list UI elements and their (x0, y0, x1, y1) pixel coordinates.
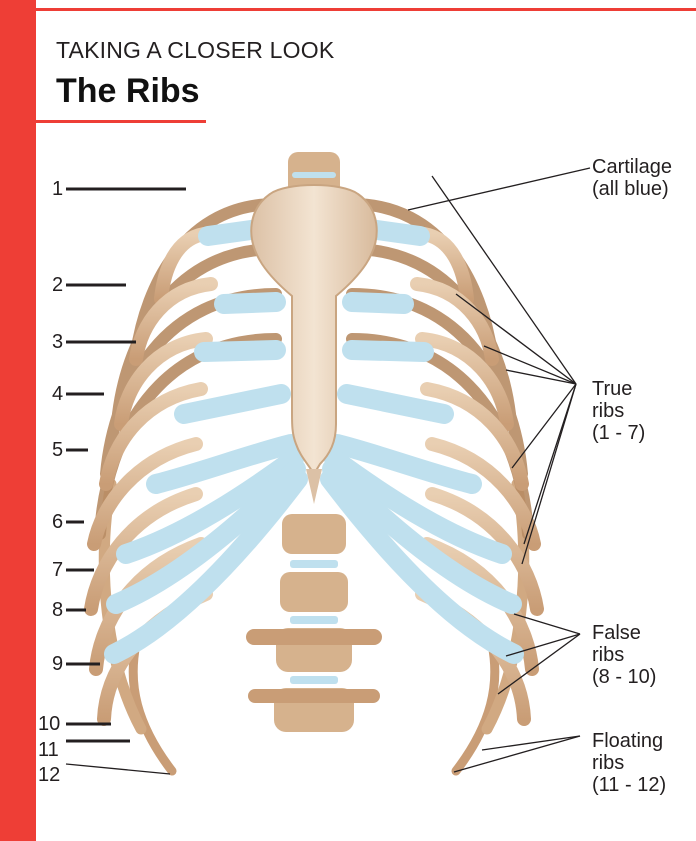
rib-number-11: 11 (38, 739, 59, 761)
rib-number-10: 10 (38, 713, 60, 735)
callout-false-ribs-line1: False (592, 622, 656, 644)
page-title: The Ribs (56, 72, 200, 111)
callout-true-ribs-line2: ribs (592, 400, 645, 422)
rib-number-8: 8 (52, 599, 63, 621)
rib-number-9: 9 (52, 653, 63, 675)
callout-false-ribs-line3: (8 - 10) (592, 666, 656, 688)
callout-true-ribs-line3: (1 - 7) (592, 422, 645, 444)
callout-true-ribs: True ribs (1 - 7) (592, 378, 645, 444)
callout-cartilage-line1: Cartilage (592, 156, 672, 178)
rib-number-4: 4 (52, 383, 63, 405)
section-kicker: TAKING A CLOSER LOOK (56, 37, 334, 64)
accent-top-rule (36, 8, 696, 11)
callout-false-ribs-line2: ribs (592, 644, 656, 666)
callout-floating-ribs: Floating ribs (11 - 12) (592, 730, 666, 796)
rib-number-1: 1 (52, 178, 63, 200)
callout-true-ribs-line1: True (592, 378, 645, 400)
rib-number-3: 3 (52, 331, 63, 353)
callout-floating-ribs-line2: ribs (592, 752, 666, 774)
rib-number-5: 5 (52, 439, 63, 461)
rib-number-12: 12 (38, 764, 60, 786)
callout-cartilage: Cartilage (all blue) (592, 156, 672, 200)
accent-side-bar (0, 0, 36, 841)
rib-number-7: 7 (52, 559, 63, 581)
rib-number-2: 2 (52, 274, 63, 296)
title-underline (36, 120, 206, 123)
callout-cartilage-line2: (all blue) (592, 178, 672, 200)
callout-floating-ribs-line3: (11 - 12) (592, 774, 666, 796)
callout-floating-ribs-line1: Floating (592, 730, 666, 752)
callout-false-ribs: False ribs (8 - 10) (592, 622, 656, 688)
rib-number-6: 6 (52, 511, 63, 533)
